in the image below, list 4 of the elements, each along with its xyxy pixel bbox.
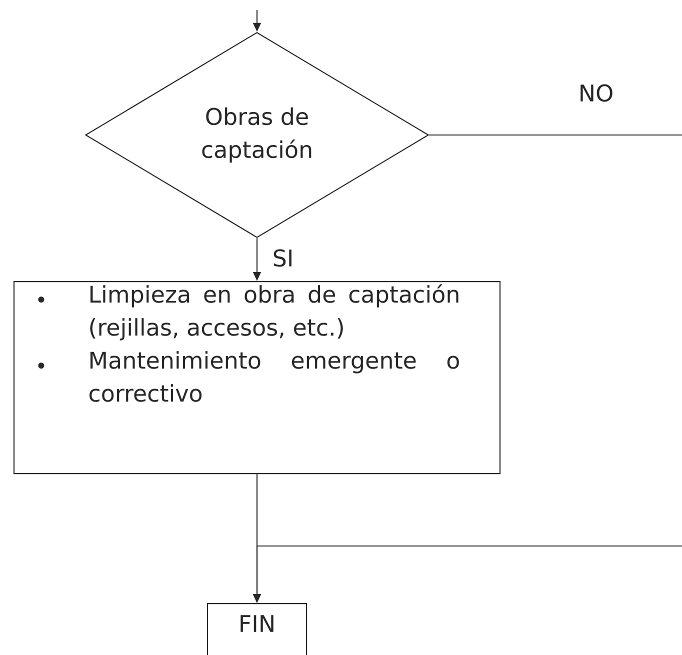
process-box: Limpieza en obra de captación (rejillas, accesos, etc.) Mantenimiento emergente o correctivo: [13, 281, 501, 474]
edge-label: NO: [580, 84, 612, 102]
terminal-box: FIN: [206, 603, 308, 655]
edge-label: SI: [274, 249, 292, 267]
